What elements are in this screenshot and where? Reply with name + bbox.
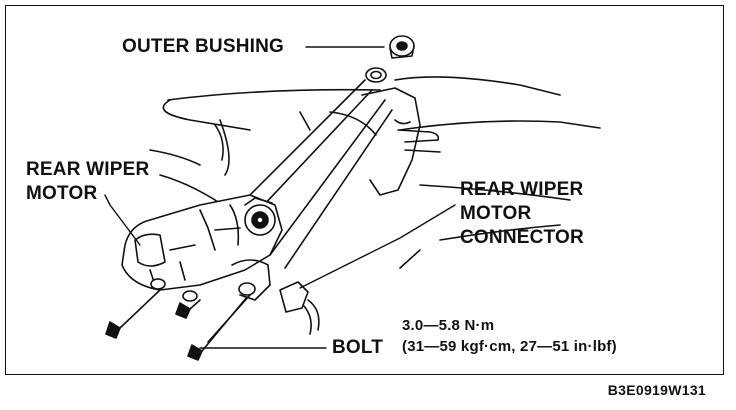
rear-wiper-motor-part <box>121 194 283 302</box>
motor-connector-part <box>279 281 320 335</box>
wiper-pivot-housing <box>361 67 440 196</box>
bolt-parts <box>105 289 251 361</box>
bolt-label: BOLT <box>332 337 384 358</box>
outer-bushing-label: OUTER BUSHING <box>122 36 284 57</box>
outer-bushing-part <box>389 35 415 59</box>
motor-connector-label: REAR WIPER MOTOR CONNECTOR <box>460 178 584 250</box>
liftgate-panel-outline <box>149 76 601 269</box>
rear-wiper-motor-label: REAR WIPER MOTOR <box>26 158 149 206</box>
figure-code: B3E0919W131 <box>607 382 706 398</box>
rear-wiper-motor-label-line-2: MOTOR <box>26 183 98 204</box>
torque-spec-line-1: 3.0—5.8 N·m <box>402 317 495 334</box>
diagram-frame <box>5 5 724 375</box>
motor-connector-label-line-3: CONNECTOR <box>460 227 584 248</box>
rear-wiper-motor-label-line-1: REAR WIPER <box>26 159 150 180</box>
torque-spec-line-2: (31—59 kgf·cm, 27—51 in·lbf) <box>402 338 617 355</box>
motor-connector-label-line-1: REAR WIPER <box>460 179 584 200</box>
leader-lines <box>104 46 456 349</box>
motor-connector-label-line-2: MOTOR <box>460 203 532 224</box>
